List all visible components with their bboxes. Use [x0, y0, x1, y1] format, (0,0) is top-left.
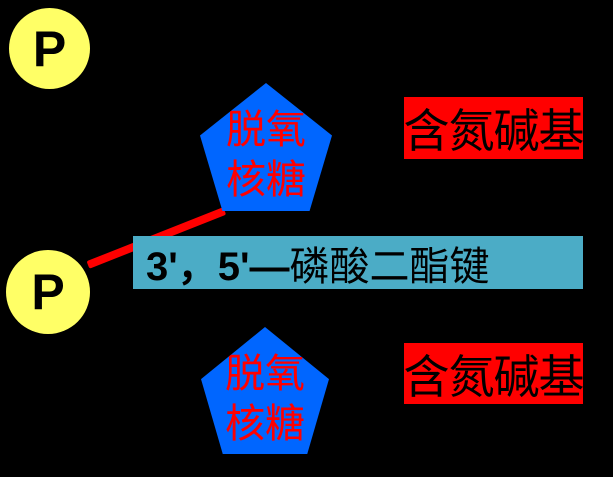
deoxyribose-pentagon-bottom: 脱氧 核糖 — [201, 327, 329, 454]
bond-name-prefix: 3'，5'— — [146, 244, 290, 289]
phosphate-letter-bottom: P — [31, 264, 65, 320]
nitrogenous-base-box-top: 含氮碱基 — [404, 97, 583, 159]
nitrogenous-base-label-top: 含氮碱基 — [404, 106, 583, 157]
bond-name-text: 磷酸二酯键 — [289, 243, 490, 289]
nitrogenous-base-box-bottom: 含氮碱基 — [404, 343, 583, 404]
sugar-bottom-label-line2: 核糖 — [225, 401, 305, 446]
phosphate-letter-top: P — [32, 20, 67, 77]
sugar-bottom-label-line1: 脱氧 — [225, 351, 305, 396]
nitrogenous-base-label-bottom: 含氮碱基 — [404, 351, 583, 403]
sugar-top-label-line1: 脱氧 — [226, 107, 306, 152]
phosphate-circle-top: P — [9, 8, 90, 89]
phosphate-circle-bottom: P — [6, 250, 90, 334]
bond-name-banner: 3'，5'—磷酸二酯键 — [133, 236, 583, 289]
sugar-top-label-line2: 核糖 — [226, 157, 306, 202]
deoxyribose-pentagon-top: 脱氧 核糖 — [200, 83, 332, 211]
